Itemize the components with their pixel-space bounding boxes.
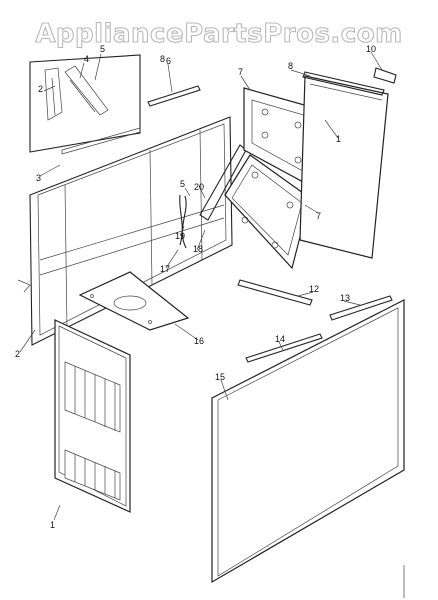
wiring-harness xyxy=(17,194,187,293)
cabinet-frame xyxy=(29,116,233,346)
label-part-12: 12 xyxy=(309,284,319,294)
label-part-5-lower: 5 xyxy=(180,179,185,189)
label-part-4: 4 xyxy=(84,54,89,64)
label-part-2: 2 xyxy=(38,84,43,94)
label-part-10: 10 xyxy=(366,44,376,54)
leader-lines xyxy=(19,51,405,598)
label-part-14: 14 xyxy=(275,334,285,344)
label-part-1-rear: 1 xyxy=(336,134,341,144)
label-part-15: 15 xyxy=(215,372,225,382)
channel-strip-part-13 xyxy=(329,295,393,321)
label-part-19: 19 xyxy=(175,231,185,241)
label-part-1-front: 1 xyxy=(50,520,55,530)
label-part-18: 18 xyxy=(193,244,203,254)
top-channel-part-8 xyxy=(302,67,397,96)
label-part-7-lower: 7 xyxy=(316,211,321,221)
channel-strip-part-14 xyxy=(245,333,323,363)
top-rail-part-6 xyxy=(147,85,201,107)
label-part-5: 5 xyxy=(100,44,105,54)
label-part-6: 6 xyxy=(166,56,171,66)
part-labels: 2 4 5 6 3 7 8 10 1 5 20 7 19 18 17 12 13… xyxy=(15,44,376,530)
label-part-20: 20 xyxy=(194,182,204,192)
front-cabinet-panel xyxy=(54,319,131,513)
watermark-text: AppliancePartsPros.com xyxy=(35,19,402,49)
label-part-2-lower: 2 xyxy=(15,349,20,359)
label-part-16: 16 xyxy=(194,336,204,346)
label-part-8-upper: 8 xyxy=(288,61,293,71)
rear-panel-part-1 xyxy=(299,75,389,259)
label-part-17: 17 xyxy=(160,264,170,274)
label-part-8-channel: 8 xyxy=(160,54,165,64)
channel-strip-part-12 xyxy=(237,279,313,306)
label-part-7-upper: 7 xyxy=(238,67,243,77)
side-panel-part-15 xyxy=(211,299,405,584)
inset-detail xyxy=(29,54,141,153)
base-plate-part-16 xyxy=(78,271,190,331)
label-part-13: 13 xyxy=(340,293,350,303)
label-part-3: 3 xyxy=(36,173,41,183)
